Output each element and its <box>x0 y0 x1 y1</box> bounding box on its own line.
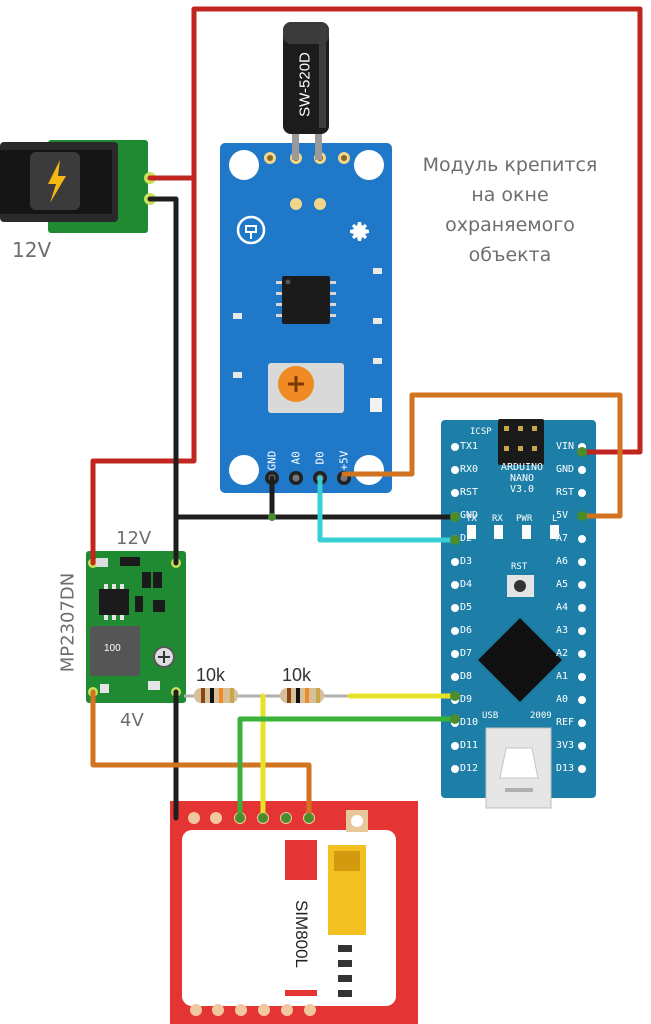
sensor-pin-gnd: GND <box>265 450 279 471</box>
pin-label: D10 <box>460 717 479 728</box>
pin-label: D11 <box>460 740 479 751</box>
gear-icon <box>350 222 369 241</box>
pin-label: 5V <box>556 510 569 521</box>
note-line-1: Модуль крепится <box>422 154 598 176</box>
pin-label: TX1 <box>460 441 479 452</box>
pin-label: D6 <box>460 625 473 636</box>
led-label-rx: RX <box>492 514 503 524</box>
installation-note: Модуль крепится на окне охраняемого объе… <box>400 150 620 270</box>
pin-label: D8 <box>460 671 473 682</box>
pin-label: A1 <box>556 671 569 682</box>
resistor-1-label: 10k <box>196 665 226 685</box>
sensor-pin-a0: A0 <box>289 451 303 465</box>
inductor-value-label: 100 <box>104 643 121 654</box>
jack-voltage-label: 12V <box>12 238 52 262</box>
converter-input-label: 12V <box>116 528 152 549</box>
resistor-2 <box>238 688 350 703</box>
pin-label: GND <box>460 510 479 521</box>
pin-label: REF <box>556 717 575 728</box>
inductor <box>90 626 140 676</box>
wire-red-top <box>147 6 643 455</box>
sim800l-module <box>170 801 418 1024</box>
pin-label: A7 <box>556 533 569 544</box>
pin-label: A6 <box>556 556 569 567</box>
vibration-sensor-module <box>220 143 392 493</box>
pin-label: A2 <box>556 648 569 659</box>
pin-label: D3 <box>460 556 473 567</box>
pin-label: D2 <box>460 533 473 544</box>
power-jack <box>0 140 156 233</box>
comparator-chip <box>282 276 330 324</box>
wire-red-converter <box>90 175 197 566</box>
power-plug-icon <box>236 215 266 245</box>
sw520d-tilt-switch <box>283 22 329 160</box>
pin-label: 3V3 <box>556 740 575 751</box>
lightning-icon <box>48 160 66 203</box>
pin-label: RST <box>556 487 575 498</box>
pin-label: RX0 <box>460 464 479 475</box>
wire-orange-4v <box>90 689 312 821</box>
icsp-label: ICSP <box>470 427 492 437</box>
sensor-pin-5v: +5V <box>337 450 351 471</box>
year-label: 2009 <box>530 711 552 721</box>
pin-label: D12 <box>460 763 479 774</box>
dc-dc-converter <box>86 551 186 703</box>
pin-label: D7 <box>460 648 473 659</box>
gsm-module-label: SIM800L <box>292 899 311 969</box>
led-label-tx: TX <box>466 514 477 524</box>
sensor-pin-d0: D0 <box>313 451 327 465</box>
pin-label: A5 <box>556 579 569 590</box>
led-label-l: L <box>552 514 558 524</box>
converter-output-label: 4V <box>120 710 144 731</box>
wire-orange-5v <box>341 392 623 519</box>
usb-port <box>485 727 552 809</box>
wire-green-d10 <box>237 716 458 821</box>
pin-label: D13 <box>556 763 575 774</box>
arduino-title: ARDUINO NANO V3.0 <box>500 462 544 495</box>
pin-label: A0 <box>556 694 569 705</box>
pin-label: D4 <box>460 579 473 590</box>
tilt-switch-part-label: SW-520D <box>296 52 314 117</box>
pin-label: GND <box>556 464 575 475</box>
led-label-pwr: PWR <box>516 514 533 524</box>
wire-black-jack <box>147 196 179 566</box>
resistor-1 <box>184 688 238 703</box>
note-line-4: объекта <box>468 244 552 266</box>
pin-label: A3 <box>556 625 569 636</box>
pin-label: D9 <box>460 694 473 705</box>
pin-label: RST <box>460 487 479 498</box>
wire-cyan-d0 <box>317 475 458 543</box>
usb-label: USB <box>482 711 499 721</box>
microcontroller-chip <box>478 618 562 702</box>
pin-label: VIN <box>556 441 575 452</box>
converter-name-label: MP2307DN <box>57 572 79 673</box>
pin-label: A4 <box>556 602 569 613</box>
pin-label: D5 <box>460 602 473 613</box>
note-line-2: на окне <box>471 184 549 206</box>
note-line-3: охраняемого <box>445 214 575 236</box>
reset-label: RST <box>511 562 528 572</box>
resistor-2-label: 10k <box>282 665 312 685</box>
